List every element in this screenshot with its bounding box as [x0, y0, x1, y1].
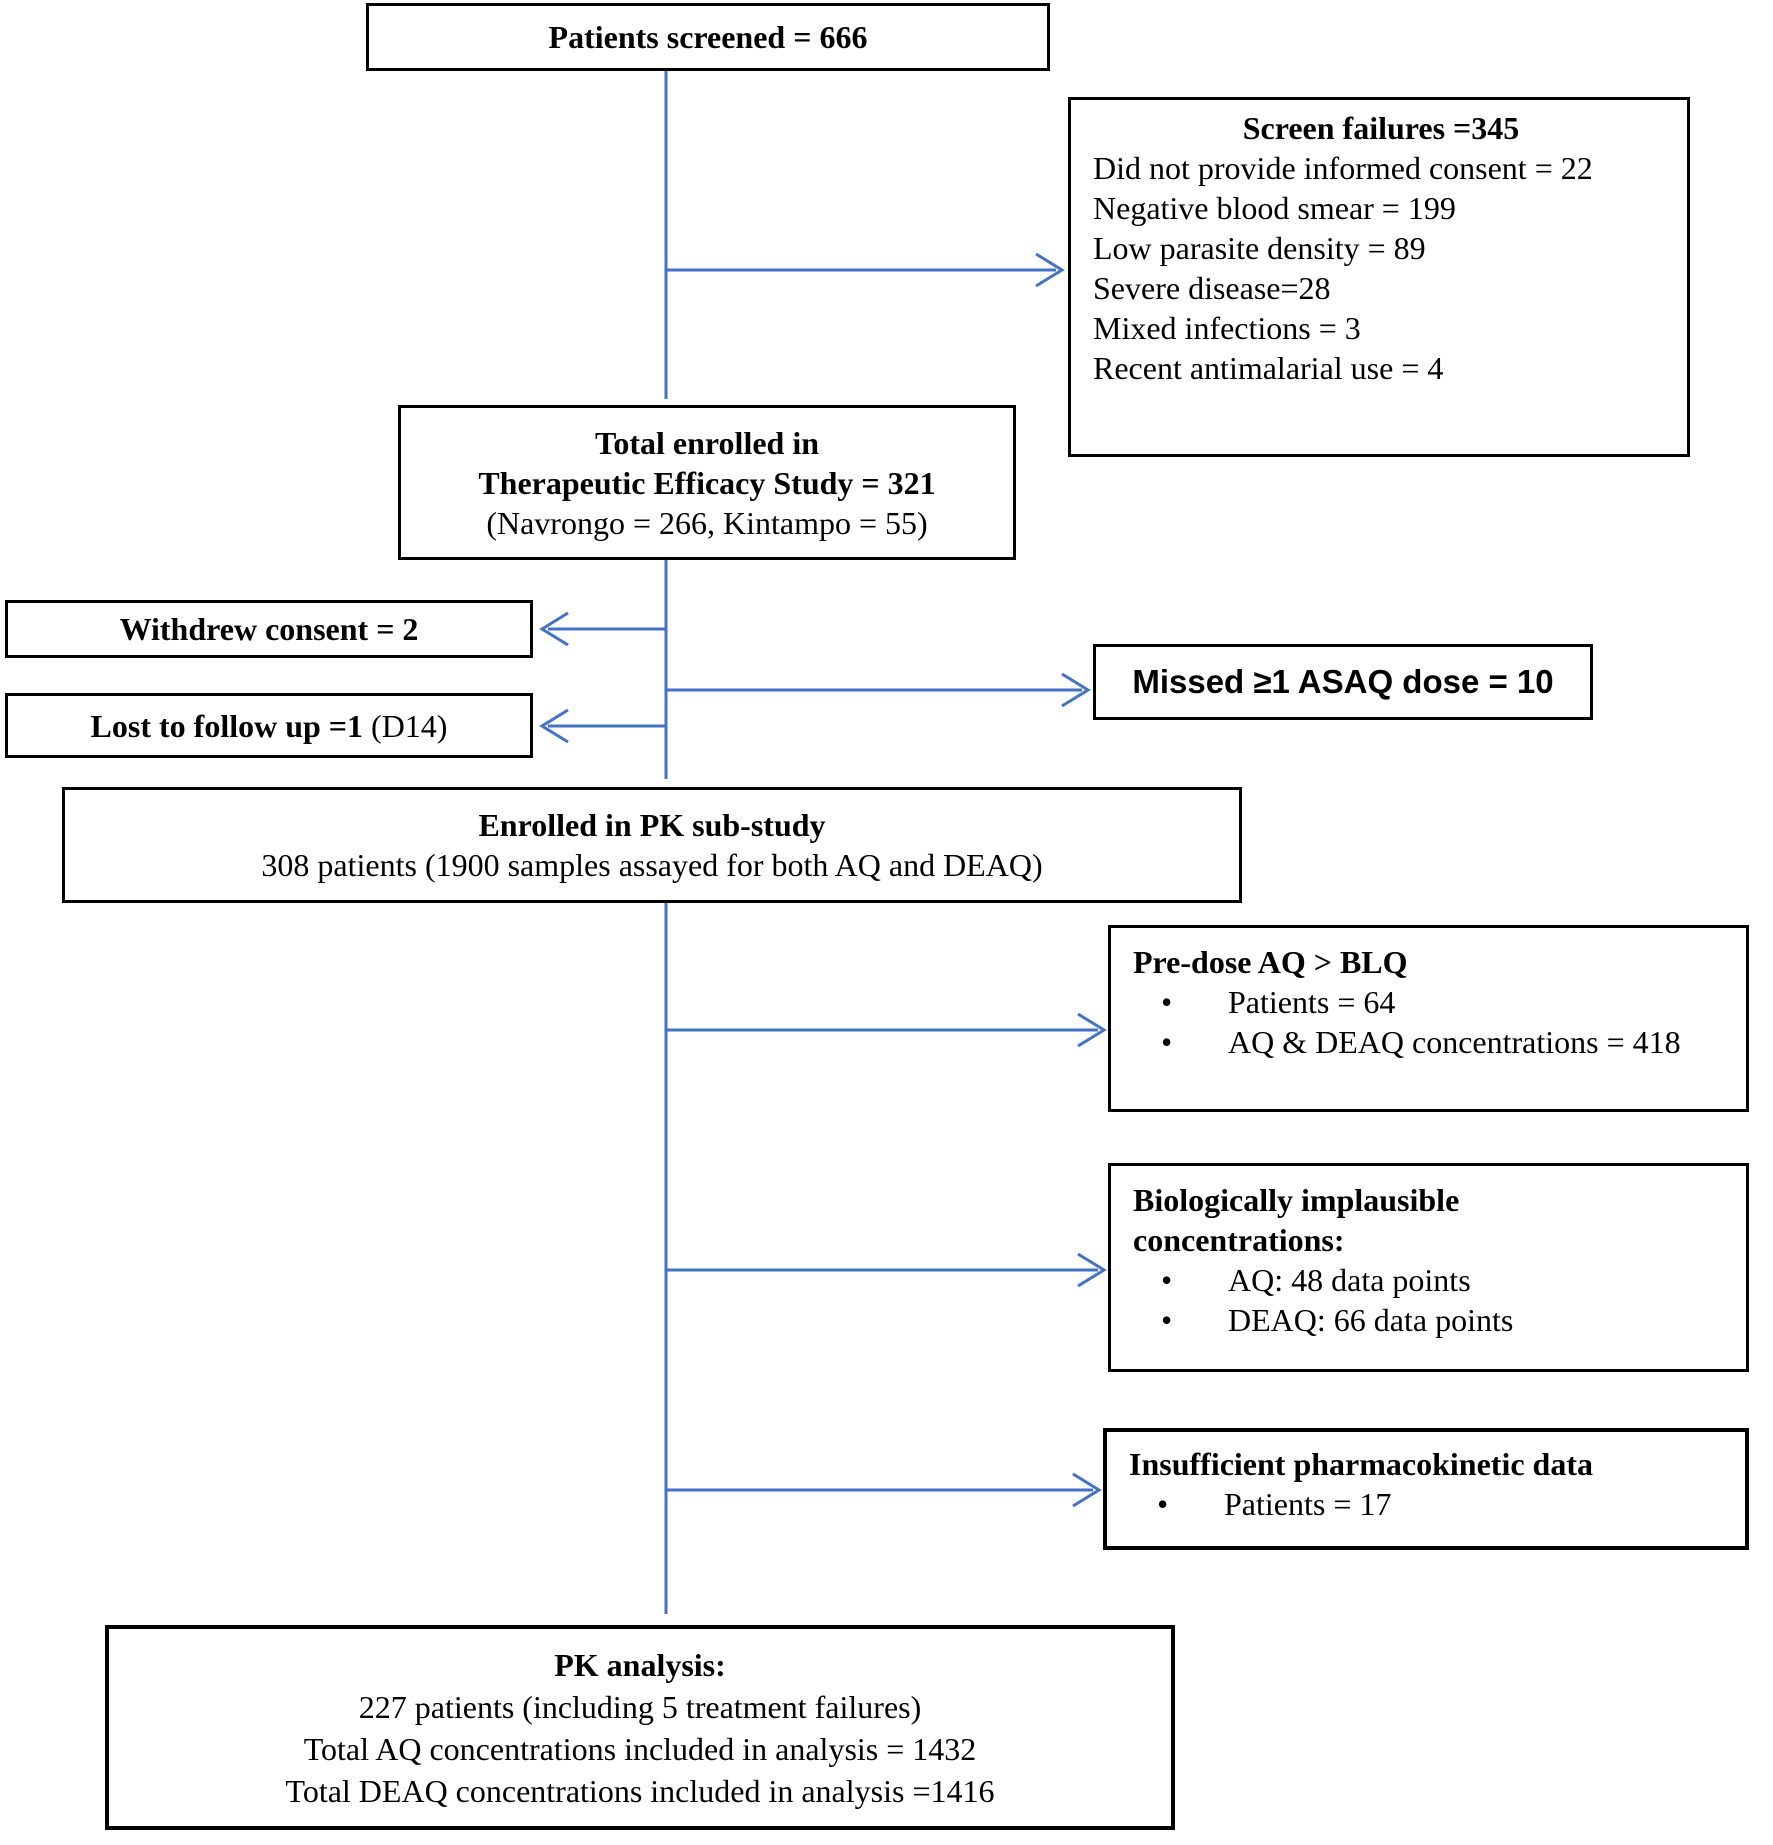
implausible-bullet-text: DEAQ: 66 data points: [1228, 1302, 1514, 1338]
pk-substudy-line2: 308 patients (1900 samples assayed for b…: [261, 847, 1043, 883]
bullet-icon: •: [1157, 1486, 1169, 1522]
screen-failures-item: Negative blood smear = 199: [1093, 190, 1456, 226]
total-enrolled-line1: Total enrolled in: [594, 424, 820, 461]
screen-failures-item: Low parasite density = 89: [1093, 230, 1426, 266]
arrowhead-implausible: [1077, 1252, 1107, 1288]
insufficient-bullet: • Patients = 17: [1129, 1484, 1727, 1524]
lost-followup-bold: Lost to follow up =1: [90, 707, 364, 744]
implausible-title: Biologically implausible concentrations:: [1133, 1182, 1460, 1258]
screen-failures-box: Screen failures =345 Did not provide inf…: [1068, 97, 1690, 457]
pk-analysis-box: PK analysis: 227 patients (including 5 t…: [105, 1625, 1175, 1830]
missed-dose-box: Missed ≥1 ASAQ dose = 10: [1093, 644, 1593, 720]
missed-dose-title: Missed ≥1 ASAQ dose = 10: [1132, 663, 1554, 700]
screen-failures-item: Did not provide informed consent = 22: [1093, 150, 1593, 186]
insufficient-title: Insufficient pharmacokinetic data: [1129, 1446, 1593, 1482]
arrowhead-screen-failures: [1035, 252, 1065, 288]
insufficient-box: Insufficient pharmacokinetic data • Pati…: [1103, 1428, 1749, 1550]
implausible-bullet-text: AQ: 48 data points: [1228, 1262, 1471, 1298]
pk-analysis-line2: 227 patients (including 5 treatment fail…: [358, 1688, 922, 1725]
implausible-bullet: • AQ: 48 data points: [1133, 1260, 1728, 1300]
patients-screened-box: Patients screened = 666: [366, 3, 1050, 71]
screen-failures-item: Mixed infections = 3: [1093, 310, 1361, 346]
arrowhead-predose-blq: [1077, 1012, 1107, 1048]
arrowhead-insufficient: [1072, 1472, 1102, 1508]
withdrew-consent-box: Withdrew consent = 2: [5, 600, 533, 658]
predose-blq-bullet: • Patients = 64: [1133, 982, 1728, 1022]
predose-blq-bullet: • AQ & DEAQ concentrations = 418: [1133, 1022, 1728, 1062]
predose-blq-bullet-text: AQ & DEAQ concentrations = 418: [1228, 1024, 1681, 1060]
implausible-bullet: • DEAQ: 66 data points: [1133, 1300, 1728, 1340]
screen-failures-item: Recent antimalarial use = 4: [1093, 350, 1444, 386]
bullet-icon: •: [1161, 1024, 1173, 1060]
screen-failures-item: Severe disease=28: [1093, 270, 1331, 306]
predose-blq-box: Pre-dose AQ > BLQ • Patients = 64 • AQ &…: [1108, 925, 1749, 1112]
screen-failures-title: Screen failures =345: [1242, 110, 1520, 146]
bullet-icon: •: [1161, 984, 1173, 1020]
pk-analysis-line3: Total AQ concentrations included in anal…: [303, 1730, 977, 1767]
total-enrolled-line3: (Navrongo = 266, Kintampo = 55): [486, 504, 928, 541]
bullet-icon: •: [1161, 1262, 1173, 1298]
arrowhead-lost-followup: [539, 708, 569, 744]
lost-followup-title: Lost to follow up =1 (D14): [91, 706, 448, 746]
insufficient-bullet-text: Patients = 17: [1224, 1486, 1392, 1522]
pk-substudy-line1: Enrolled in PK sub-study: [478, 807, 826, 843]
lost-followup-suffix: (D14): [363, 707, 448, 744]
withdrew-consent-title: Withdrew consent = 2: [119, 611, 419, 647]
lost-followup-box: Lost to follow up =1 (D14): [5, 693, 533, 758]
total-enrolled-line2: Therapeutic Efficacy Study = 321: [478, 464, 936, 501]
implausible-box: Biologically implausible concentrations:…: [1108, 1163, 1749, 1372]
bullet-icon: •: [1161, 1302, 1173, 1338]
predose-blq-title: Pre-dose AQ > BLQ: [1133, 944, 1408, 980]
arrowhead-missed-dose: [1061, 672, 1091, 708]
pk-substudy-box: Enrolled in PK sub-study 308 patients (1…: [62, 787, 1242, 903]
pk-analysis-line4: Total DEAQ concentrations included in an…: [285, 1772, 995, 1809]
total-enrolled-box: Total enrolled in Therapeutic Efficacy S…: [398, 405, 1016, 560]
pk-analysis-line1: PK analysis:: [554, 1646, 726, 1683]
patients-screened-title: Patients screened = 666: [548, 19, 868, 55]
arrowhead-withdrew: [539, 611, 569, 647]
predose-blq-bullet-text: Patients = 64: [1228, 984, 1396, 1020]
